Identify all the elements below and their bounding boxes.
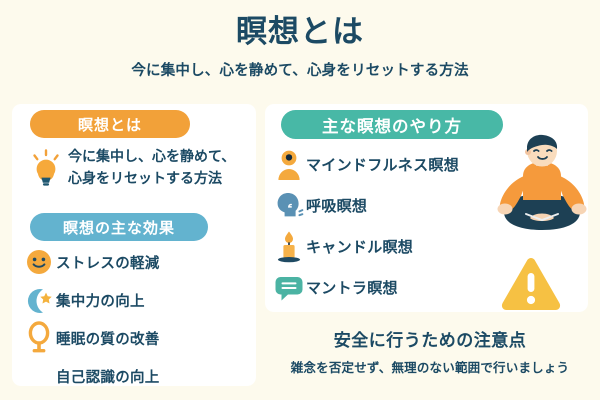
list-item: キャンドル瞑想 bbox=[272, 226, 502, 267]
list-item: 呼吸瞑想 bbox=[272, 185, 502, 226]
smiley-face-icon bbox=[22, 249, 56, 275]
list-item: 睡眠の質の改善 bbox=[22, 319, 247, 357]
list-item: マインドフルネス瞑想 bbox=[272, 144, 502, 185]
list-item-label: 睡眠の質の改善 bbox=[56, 331, 160, 348]
warning-triangle-icon bbox=[500, 256, 562, 314]
list-item-label: マインドフルネス瞑想 bbox=[306, 157, 460, 174]
badge-main-effects: 瞑想の主な効果 bbox=[30, 213, 208, 241]
list-item-label: キャンドル瞑想 bbox=[306, 239, 414, 256]
what-is-line-1: 今に集中し、心を静めて、 bbox=[68, 148, 236, 164]
list-item: 自己認識の向上 bbox=[22, 357, 247, 395]
badge-main-methods-label: 主な瞑想のやり方 bbox=[322, 117, 462, 136]
methods-list: マインドフルネス瞑想 呼吸瞑想 bbox=[272, 144, 502, 308]
what-is-meditation-block: 今に集中し、心を静めて、 心身をリセットする方法 bbox=[24, 146, 244, 189]
badge-main-methods: 主な瞑想のやり方 bbox=[281, 110, 503, 139]
footer: 安全に行うための注意点 雑念を否定せず、無理のない範囲で行いましょう bbox=[265, 326, 595, 376]
effects-list: ストレスの軽減 集中力の向上 睡眠の質の改善 bbox=[22, 243, 247, 395]
moon-star-icon bbox=[22, 286, 56, 314]
badge-what-is-meditation: 瞑想とは bbox=[30, 110, 190, 138]
list-item-label: 自己認識の向上 bbox=[56, 369, 160, 386]
badge-what-is-meditation-label: 瞑想とは bbox=[77, 116, 142, 134]
list-item-label: マントラ瞑想 bbox=[306, 280, 398, 297]
breathing-head-icon bbox=[272, 191, 306, 221]
footer-title: 安全に行うための注意点 bbox=[333, 331, 527, 350]
badge-main-effects-label: 瞑想の主な効果 bbox=[62, 219, 175, 237]
candle-icon bbox=[272, 230, 306, 264]
list-item-label: 呼吸瞑想 bbox=[306, 198, 368, 215]
list-item: マントラ瞑想 bbox=[272, 267, 502, 308]
list-item-label: 集中力の向上 bbox=[56, 293, 145, 310]
page-title: 瞑想とは bbox=[236, 14, 364, 49]
hand-mirror-icon bbox=[22, 321, 56, 354]
what-is-line-2: 心身をリセットする方法 bbox=[68, 169, 222, 186]
person-icon bbox=[272, 150, 306, 180]
page-subtitle: 今に集中し、心を静めて、心身をリセットする方法 bbox=[131, 62, 469, 79]
list-item: 集中力の向上 bbox=[22, 281, 247, 319]
header: 瞑想とは 今に集中し、心を静めて、心身をリセットする方法 bbox=[0, 14, 600, 80]
left-card-panel bbox=[12, 104, 256, 386]
meditating-person-illustration bbox=[490, 134, 594, 246]
speech-bubble-icon bbox=[272, 274, 306, 302]
list-item: ストレスの軽減 bbox=[22, 243, 247, 281]
footer-subtitle: 雑念を否定せず、無理のない範囲で行いましょう bbox=[290, 361, 570, 375]
lightbulb-icon bbox=[24, 148, 68, 187]
what-is-meditation-text: 今に集中し、心を静めて、 心身をリセットする方法 bbox=[68, 146, 235, 189]
list-item-label: ストレスの軽減 bbox=[56, 255, 160, 272]
